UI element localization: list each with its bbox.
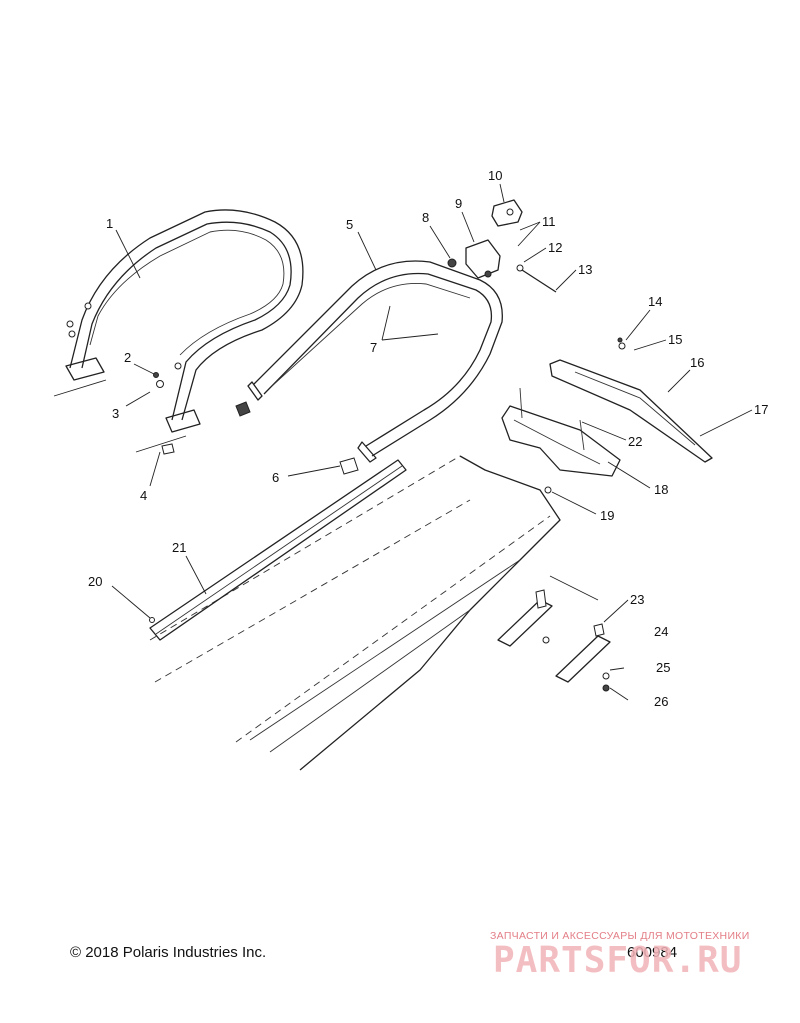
- callout-8: 8: [422, 210, 429, 225]
- nut-8: [447, 258, 457, 268]
- callout-23: 23: [630, 592, 644, 607]
- grab-handle-right: [247, 260, 503, 463]
- callout-26: 26: [654, 694, 668, 709]
- callout-16: 16: [690, 355, 704, 370]
- hardware: [66, 302, 626, 692]
- callout-19: 19: [600, 508, 614, 523]
- drawing-number: 600984: [627, 944, 678, 961]
- leader-lines: [53, 183, 753, 701]
- side-rail-21: [149, 459, 407, 641]
- callout-6: 6: [272, 470, 279, 485]
- callout-20: 20: [88, 574, 102, 589]
- callout-12: 12: [548, 240, 562, 255]
- callout-labels: 1 2 3 4 5 6 7 8 9 10 11 12 13 14 15 16 1…: [88, 168, 768, 709]
- callout-11: 11: [542, 214, 556, 229]
- callout-13: 13: [578, 262, 592, 277]
- bolt-13: [516, 264, 557, 293]
- callout-17: 17: [754, 402, 768, 417]
- callout-14: 14: [648, 294, 662, 309]
- rear-bracket: [465, 239, 501, 279]
- callout-2: 2: [124, 350, 131, 365]
- callout-9: 9: [455, 196, 462, 211]
- callout-18: 18: [654, 482, 668, 497]
- foot-pad-lower: [555, 635, 611, 683]
- bracket-18: [501, 405, 621, 477]
- callout-4: 4: [140, 488, 147, 503]
- foot-pad-upper: [497, 599, 553, 647]
- callout-21: 21: [172, 540, 186, 555]
- tunnel-frame: [149, 455, 561, 771]
- callout-5: 5: [346, 217, 353, 232]
- callout-25: 25: [656, 660, 670, 675]
- watermark-logo: PARTSFOR.RU: [493, 940, 743, 981]
- callout-15: 15: [668, 332, 682, 347]
- callout-7: 7: [370, 340, 377, 355]
- watermark-tagline: ЗАПЧАСТИ И АКСЕССУАРЫ ДЛЯ МОТОТЕХНИКИ: [490, 930, 750, 942]
- grab-handle-left: [65, 209, 304, 433]
- callout-1: 1: [106, 216, 113, 231]
- callout-24: 24: [654, 624, 668, 639]
- plate-17: [549, 359, 713, 463]
- bracket-clip: [491, 199, 523, 227]
- callout-22: 22: [628, 434, 642, 449]
- callout-10: 10: [488, 168, 502, 183]
- copyright-notice: © 2018 Polaris Industries Inc.: [70, 944, 267, 961]
- callout-3: 3: [112, 406, 119, 421]
